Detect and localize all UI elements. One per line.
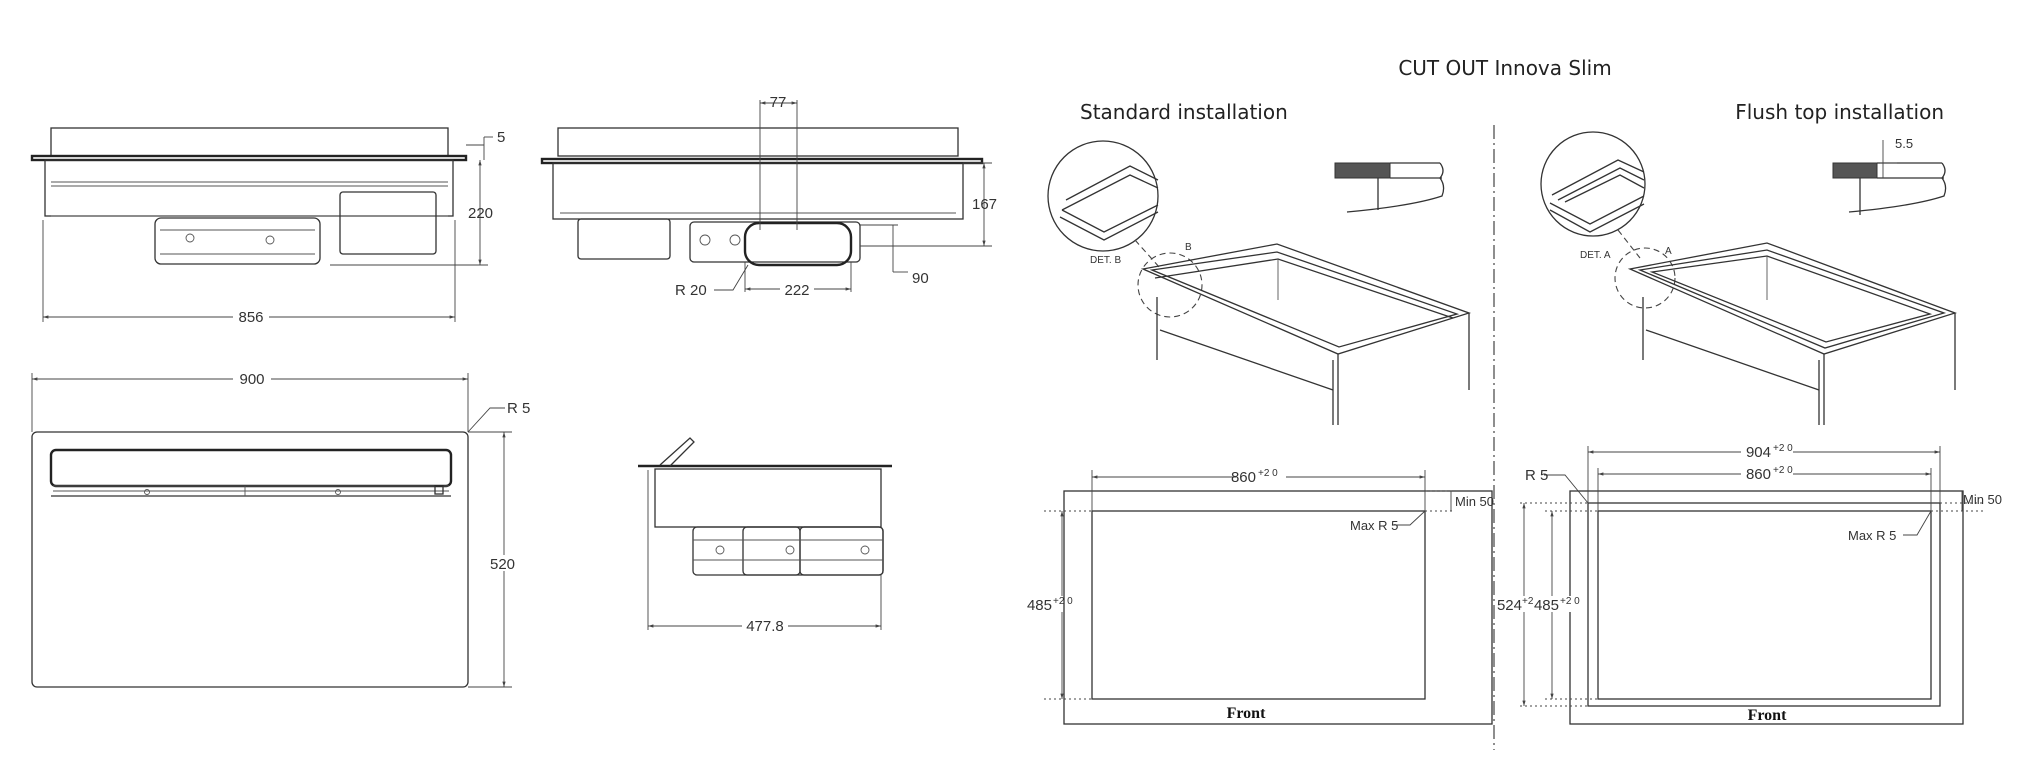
side-view: 5 220 856	[30, 127, 505, 326]
svg-text:B: B	[1185, 242, 1192, 253]
flush-outer-width-904: 904	[1746, 444, 1771, 461]
flush-max-r5: Max R 5	[1848, 528, 1896, 543]
svg-text:+2 0: +2 0	[1773, 465, 1793, 476]
front-view-body	[552, 162, 964, 220]
dim-side-220: 220	[468, 205, 493, 222]
dim-front-90: 90	[912, 270, 929, 287]
dim-front-77: 77	[770, 94, 787, 111]
detail-a-label: DET. A	[1580, 250, 1611, 261]
flush-rebate-outline	[1587, 502, 1941, 707]
svg-text:A: A	[1665, 246, 1672, 257]
front-view-fan-box	[577, 218, 671, 260]
side-view-body	[44, 159, 454, 217]
flush-outer-depth-524: 524	[1497, 597, 1522, 614]
flush-min-50: Min 50	[1963, 492, 2002, 507]
detail-a-circle	[1540, 131, 1646, 237]
standard-front-label: Front	[1227, 705, 1266, 722]
standard-3d-frame-outer	[1140, 243, 1472, 355]
flush-front-label: Front	[1748, 707, 1787, 724]
top-view-control	[434, 485, 444, 495]
standard-depth-485: 485	[1027, 597, 1052, 614]
front-view-duct-outlet	[743, 221, 853, 267]
standard-width-860: 860	[1231, 469, 1256, 486]
top-view-flap	[49, 448, 453, 488]
flush-worktop-outline	[1569, 490, 1964, 725]
standard-cutout-outline	[1091, 510, 1426, 700]
standard-installation-heading: Standard installation	[1080, 100, 1288, 124]
flush-depth-485: 485	[1534, 597, 1559, 614]
svg-text:+2 0: +2 0	[1522, 596, 1542, 607]
side-view-motor-housing	[154, 217, 321, 265]
standard-worktop-section	[1334, 162, 1391, 179]
svg-text:+2 0: +2 0	[1773, 443, 1793, 454]
standard-worktop-outline	[1063, 490, 1493, 725]
front-view: 77 167 90 222 R 20	[540, 94, 997, 299]
flush-installation-heading: Flush top installation	[1735, 100, 1944, 124]
flush-dim-5-5: 5.5	[1895, 136, 1913, 151]
dim-front-r20: R 20	[675, 282, 707, 299]
detail-a-callout	[1614, 247, 1676, 309]
dim-front-167: 167	[972, 196, 997, 213]
detail-b-callout	[1137, 252, 1203, 318]
flush-cutout-outline	[1597, 510, 1932, 700]
flush-worktop-section	[1832, 162, 1878, 179]
front-view-glass-top	[557, 127, 959, 157]
open-view-motor	[692, 526, 884, 576]
flush-r5: R 5	[1525, 467, 1548, 484]
top-view: 900 R 5 520	[31, 370, 530, 688]
dim-side-856: 856	[238, 309, 263, 326]
open-view-body	[654, 468, 882, 528]
svg-text:+2 0: +2 0	[1258, 468, 1278, 479]
standard-max-r5: Max R 5	[1350, 518, 1398, 533]
svg-text:+2 0: +2 0	[1053, 596, 1073, 607]
detail-b-label: DET. B	[1090, 255, 1121, 266]
top-view-outline	[31, 431, 469, 688]
detail-b-circle	[1047, 140, 1159, 252]
dim-top-900: 900	[239, 371, 264, 388]
flush-installation: DET. A A 5.5 904 +2 0	[1497, 131, 2002, 725]
standard-installation: DET. B B 860 +2 0 Min 50	[1025, 140, 1494, 725]
side-view-glass-top	[50, 127, 449, 157]
svg-text:+2 0: +2 0	[1560, 596, 1580, 607]
dim-side-5: 5	[497, 129, 505, 146]
standard-min-50: Min 50	[1455, 494, 1494, 509]
dim-open-477-8: 477.8	[746, 618, 784, 635]
front-view-motor-housing	[689, 221, 861, 263]
drawing-title: CUT OUT Innova Slim	[1398, 56, 1611, 80]
dim-top-520: 520	[490, 556, 515, 573]
dim-front-222: 222	[784, 282, 809, 299]
open-flap-view: 477.8	[638, 437, 892, 635]
flush-width-860: 860	[1746, 466, 1771, 483]
dim-top-r5: R 5	[507, 400, 530, 417]
side-view-duct-box	[339, 191, 437, 255]
